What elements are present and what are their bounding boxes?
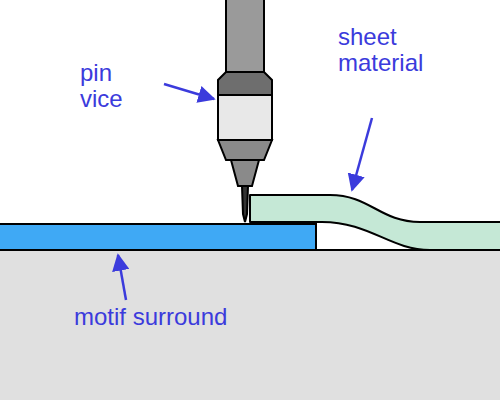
motif-surround xyxy=(0,224,316,250)
leader-arrow xyxy=(352,118,372,190)
leader-arrow xyxy=(164,84,214,99)
base-block xyxy=(0,250,500,400)
part-label: motif surround xyxy=(74,304,274,330)
part-label: pin vice xyxy=(80,60,150,112)
pin-vice xyxy=(218,0,272,222)
leader-arrow xyxy=(118,255,126,300)
part-label: sheet material xyxy=(338,24,478,76)
sheet-material xyxy=(250,195,500,250)
